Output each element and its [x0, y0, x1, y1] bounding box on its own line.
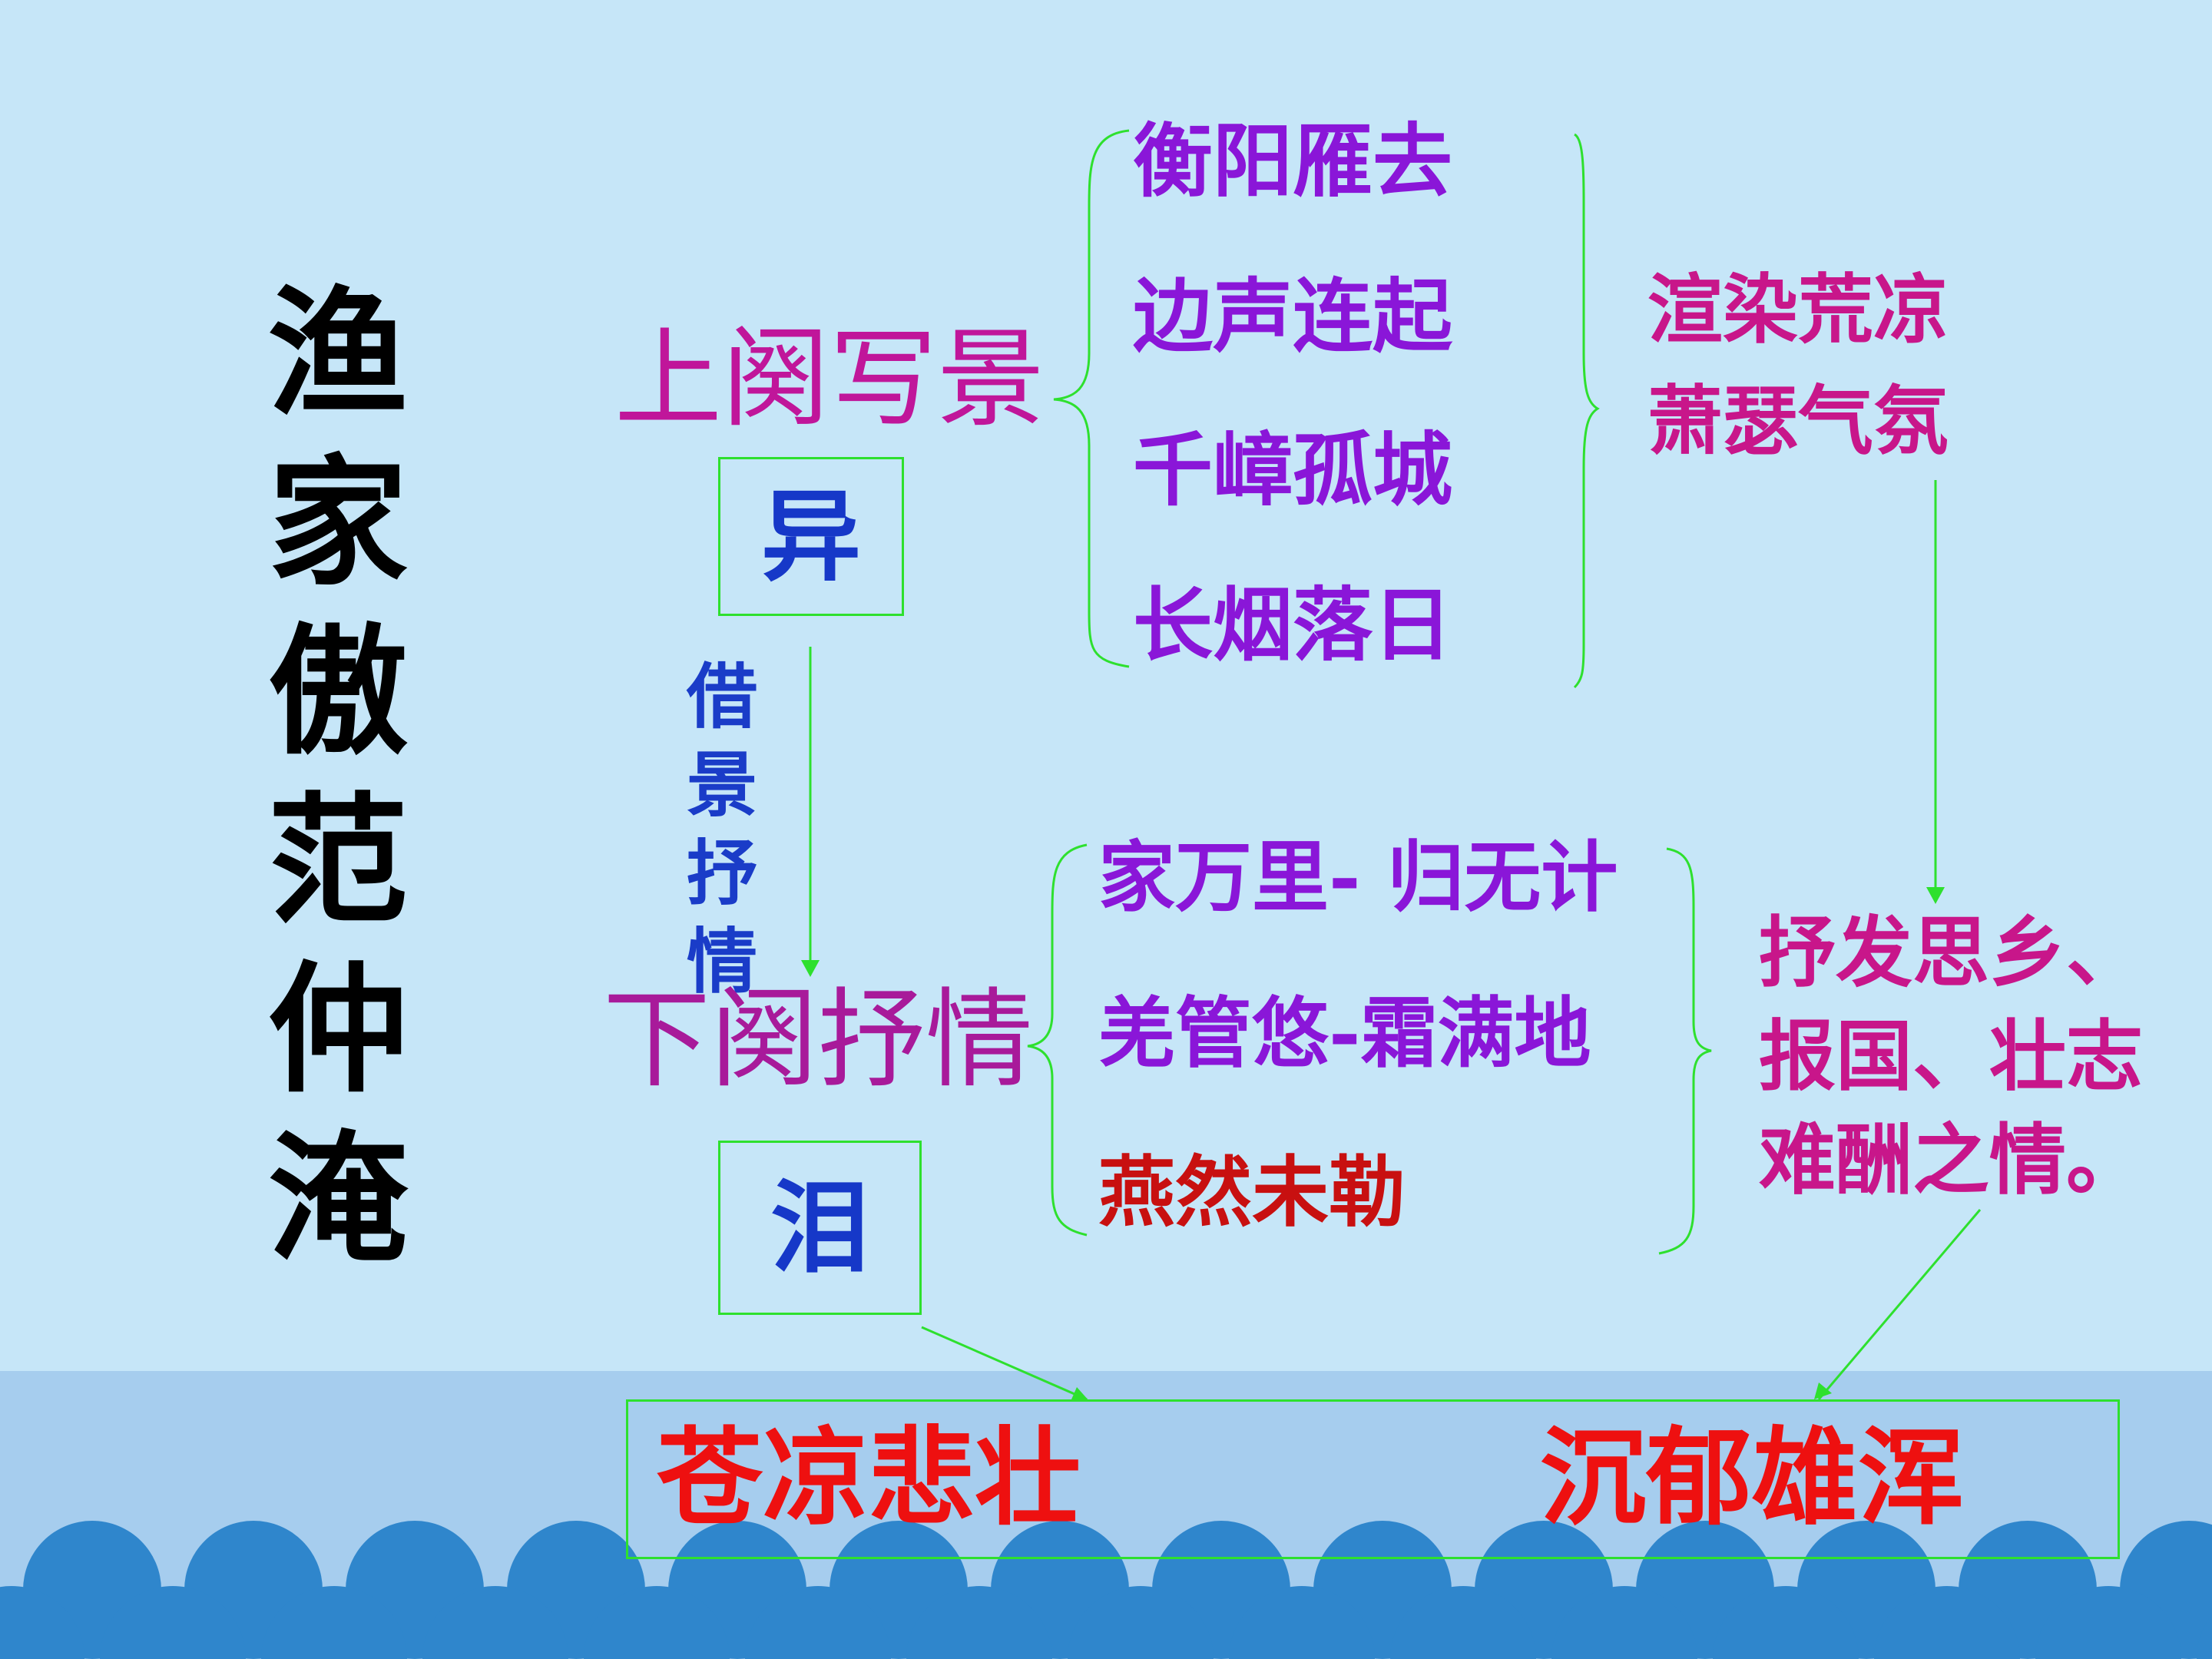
- lower-result-line-3: 难酬之情。: [1759, 1114, 2143, 1205]
- upper-right-brace: [1573, 133, 1600, 689]
- lower-result-line-2: 报国、壮志: [1759, 1011, 2143, 1101]
- lower-result-line-1: 抒发思乡、: [1759, 907, 2143, 998]
- arrow-result2-to-conclusion: [1817, 1209, 1982, 1400]
- upper-item-3: 千嶂孤城: [1133, 422, 1453, 517]
- lower-left-brace: [1027, 843, 1088, 1237]
- side-label-vertical: 借景抒情: [686, 655, 757, 1003]
- lower-keyword-box: 泪: [718, 1141, 922, 1315]
- wave-decoration: [0, 1521, 2212, 1659]
- conclusion-word-1: 苍凉悲壮: [657, 1415, 1081, 1540]
- lower-item-2: 羌管悠-霜满地: [1098, 988, 1591, 1078]
- conclusion-word-2: 沉郁雄浑: [1540, 1415, 1965, 1540]
- arrow-heads: [801, 887, 1945, 1401]
- arrow-box-to-conclusion: [921, 1326, 1088, 1401]
- background-sky: [0, 0, 2212, 1371]
- upper-result-line-1: 渲染荒凉: [1647, 266, 1949, 354]
- lower-right-brace: [1658, 847, 1712, 1255]
- conclusion-box: [626, 1399, 2120, 1559]
- lower-keyword: 泪: [770, 1168, 870, 1286]
- upper-keyword-box: 异: [718, 457, 904, 616]
- upper-stanza-label: 上阕写景: [614, 317, 1045, 442]
- lower-stanza-label: 下阕抒情: [603, 978, 1034, 1103]
- upper-item-4: 长烟落日: [1133, 578, 1453, 672]
- upper-result-line-2: 萧瑟气氛: [1647, 377, 1949, 465]
- poem-title: 渔家傲范仲淹: [268, 271, 408, 1280]
- upper-item-2: 边声连起: [1133, 269, 1453, 363]
- lower-item-1: 家万里- 归无计: [1098, 832, 1618, 922]
- upper-left-brace: [1053, 129, 1130, 668]
- upper-keyword: 异: [760, 477, 861, 595]
- lower-item-3: 燕然未勒: [1098, 1147, 1406, 1237]
- upper-item-1: 衡阳雁去: [1133, 114, 1453, 208]
